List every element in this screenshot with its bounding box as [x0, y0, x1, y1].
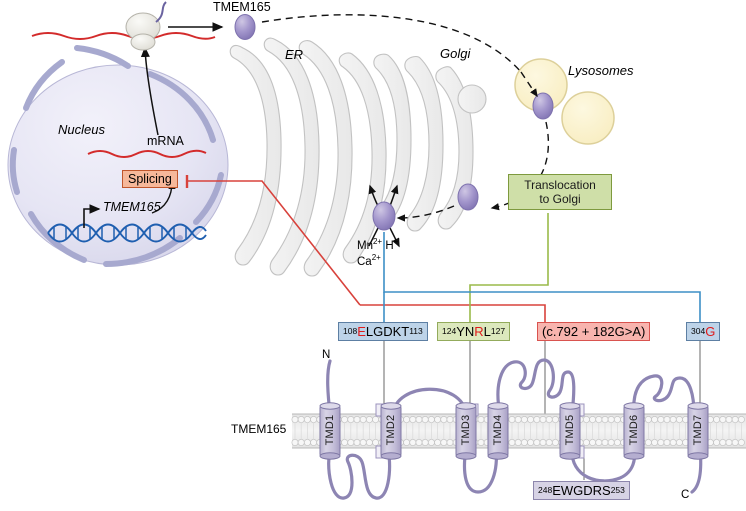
mutation-start-pos: 124: [442, 326, 457, 337]
dna-helix: [47, 223, 207, 243]
tmd-cap-bottom: [319, 452, 341, 460]
translocation-box: Translocation to Golgi: [508, 174, 612, 210]
mutation-start-pos: 248: [538, 485, 553, 496]
trafficking-path-to-lysosome: [261, 14, 522, 73]
tmd-cap-top: [455, 402, 477, 410]
mutation-sequence: EWGDRS: [552, 483, 611, 498]
tmd-label-tmd6: TMD6: [628, 414, 640, 446]
mutation-end-pos: 253: [610, 485, 625, 496]
translocation-line1: Translocation: [524, 178, 596, 192]
translocation-line2: to Golgi: [539, 192, 581, 206]
lysosomes: [514, 58, 615, 145]
tmd-cap-top: [319, 402, 341, 410]
splicing-box: Splicing: [122, 170, 178, 188]
mrna-export-arrow: [140, 46, 159, 136]
mrna-strand-nucleus: [87, 149, 207, 158]
mutation-start-pos: 304: [691, 326, 706, 337]
mutation-sequence: LGDKT: [365, 324, 410, 339]
lysosomes-label: Lysosomes: [568, 63, 634, 78]
mrna-label: mRNA: [147, 134, 184, 148]
lipid-bilayer: [291, 413, 746, 449]
trafficking-arrow-into-lysosome: [520, 71, 538, 98]
trafficking-path-to-transporter: [396, 205, 455, 222]
tmd-label-tmd3: TMD3: [460, 414, 472, 446]
mutation-prefix: YN: [456, 324, 475, 339]
tmd-label-tmd7: TMD7: [692, 414, 704, 446]
tmd-cap-top: [623, 402, 645, 410]
mrna-strand-cytosol: [31, 32, 216, 40]
mutation-highlight: R: [474, 324, 484, 339]
tmd-cap-bottom: [623, 452, 645, 460]
ion-labels: Mn2+ H+ Ca2+: [357, 236, 398, 268]
connector-red: [360, 304, 546, 322]
trafficking-path-to-golgi: [490, 121, 550, 211]
connector-green: [469, 213, 549, 322]
tmd-cap-top: [559, 402, 581, 410]
mutation-highlight: G: [705, 324, 716, 339]
membrane-protein-label: TMEM165: [231, 422, 287, 436]
connector-blue: [383, 232, 701, 322]
n-terminus-label: N: [322, 349, 331, 361]
tmem165-protein-lysosome: [532, 92, 554, 120]
mutation-highlight: E: [357, 324, 366, 339]
tmd-cap-bottom: [487, 452, 509, 460]
mutation-end-pos: 113: [409, 326, 423, 337]
nucleus: [7, 45, 229, 267]
tmd-cap-top: [687, 402, 709, 410]
gene-label: TMEM165: [103, 200, 161, 214]
tmd-cap-bottom: [380, 452, 402, 460]
tmd-cap-top: [380, 402, 402, 410]
golgi-transporter: [368, 184, 400, 248]
tmd-cap-bottom: [559, 452, 581, 460]
nucleus-label: Nucleus: [58, 122, 105, 137]
tmd-label-tmd1: TMD1: [324, 414, 336, 446]
transcription-arrow: [83, 204, 101, 228]
tmem165-protein-golgi: [457, 183, 479, 211]
mutation-box-splice-variant[interactable]: (c.792 + 182G>A): [537, 322, 651, 341]
mutation-start-pos: 108: [343, 326, 358, 337]
tmd-label-tmd2: TMD2: [385, 414, 397, 446]
tmem165-protein-cytosol: [234, 14, 256, 40]
ion-line-2: Ca2+: [357, 252, 381, 268]
splicing-inhibition-connector: [185, 175, 361, 306]
tmd-cap-bottom: [687, 452, 709, 460]
er-label: ER: [285, 47, 304, 62]
mutation-end-pos: 127: [490, 326, 506, 337]
golgi-label: Golgi: [440, 46, 471, 61]
tmd-cap-top: [487, 402, 509, 410]
c-terminus-label: C: [681, 489, 690, 501]
ribosome: [125, 1, 167, 51]
mutation-sequence: L: [483, 324, 491, 339]
tmd-cap-bottom: [455, 452, 477, 460]
tmem165-cytosol-label: TMEM165: [213, 0, 271, 14]
tmd-cylinders: [319, 402, 709, 460]
ion-line-1: Mn2+ H+: [357, 237, 399, 252]
tmd-label-tmd5: TMD5: [564, 414, 576, 446]
tmd-label-tmd4: TMD4: [492, 414, 504, 446]
